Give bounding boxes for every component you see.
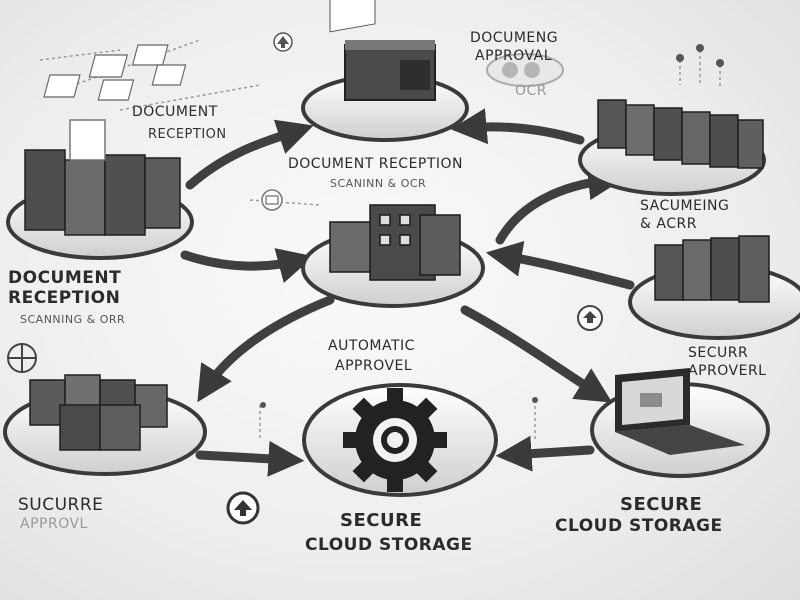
cloud-upload-icon xyxy=(577,305,603,331)
label-middle-title: DOCUMENT RECEPTION xyxy=(288,156,464,172)
globe-icon xyxy=(7,343,37,373)
label-middle-subtitle: SCANINN & OCR xyxy=(330,177,427,190)
arrow-right-mid-to-center xyxy=(485,240,635,290)
pin-icons xyxy=(260,44,724,408)
arrow-left-to-center xyxy=(180,248,314,283)
label-top-left-title: DOCUMENT xyxy=(132,104,218,120)
building-icon xyxy=(329,204,461,281)
label-top-center-ocr: OCR xyxy=(515,83,548,99)
label-top-left-subtitle: RECEPTION xyxy=(148,127,227,142)
label-top-center-title: DOCUMENG xyxy=(470,30,559,46)
dashed-connectors xyxy=(39,39,721,440)
scanner-icon xyxy=(329,0,436,101)
arrow-center-to-bottom-left xyxy=(197,295,335,403)
label-top-center-subtitle: APPROVAL xyxy=(475,48,553,64)
document-sheets-icon xyxy=(43,44,187,101)
label-right-subtitle: & ACRR xyxy=(640,216,697,232)
label-center-title: AUTOMATIC xyxy=(328,338,415,354)
arrow-left-to-top xyxy=(185,119,314,190)
label-bottom-center-subtitle: CLOUD STORAGE xyxy=(305,535,473,555)
arrow-center-to-right xyxy=(495,164,625,245)
label-left-title: DOCUMENT xyxy=(8,268,122,288)
label-center-subtitle: APPROVEL xyxy=(335,358,413,374)
file-cabinets-icon xyxy=(24,119,181,236)
storage-cabinets-icon xyxy=(654,235,770,303)
label-bottom-right-subtitle: CLOUD STORAGE xyxy=(555,516,723,536)
label-bottom-left-title: SUCURRE xyxy=(18,495,104,515)
label-left-caption: SCANNING & ORR xyxy=(20,313,126,326)
label-right-mid-subtitle: APROVERL xyxy=(688,363,767,379)
scan-badge-icon xyxy=(261,189,283,211)
ocr-badge-icon xyxy=(486,53,564,87)
label-bottom-left-subtitle: APPROVL xyxy=(20,516,88,532)
arrow-right-to-top xyxy=(450,108,585,145)
arrow-center-to-bottom-right xyxy=(460,305,613,403)
archive-boxes-icon xyxy=(29,374,168,451)
label-right-title: SACUMEING xyxy=(640,198,730,214)
up-arrow-icon xyxy=(273,32,293,52)
server-racks-icon xyxy=(597,99,764,169)
label-left-subtitle: RECEPTION xyxy=(8,288,121,308)
arrow-bottom-left-to-gear xyxy=(195,440,305,477)
label-right-mid-title: SECURR xyxy=(688,345,749,361)
connector-arrows xyxy=(180,108,635,477)
gear-icon xyxy=(343,388,447,492)
label-bottom-right-title: SECURE xyxy=(620,494,703,515)
laptop-icon xyxy=(615,368,745,455)
label-bottom-center-title: SECURE xyxy=(340,510,423,531)
arrow-laptop-to-gear xyxy=(495,435,595,472)
upload-icon xyxy=(226,491,260,525)
